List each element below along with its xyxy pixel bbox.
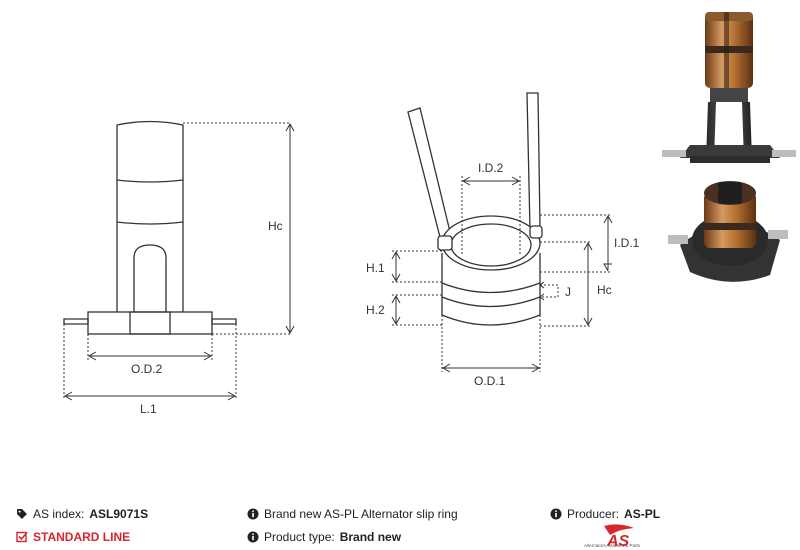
od2-label: O.D.2	[131, 362, 163, 376]
as-logo: AS	[604, 524, 634, 549]
technical-diagram: Hc O.D.2 L.1	[63, 12, 796, 416]
h1-label: H.1	[366, 261, 385, 275]
as-index-label: AS index:	[33, 507, 85, 521]
as-index-value: ASL9071S	[89, 507, 149, 521]
product-type-label: Product type:	[264, 530, 335, 544]
standard-line-label: STANDARD LINE	[33, 530, 131, 544]
od1-label: O.D.1	[474, 374, 506, 388]
checkbox-icon	[16, 531, 28, 543]
description-row: Brand new AS-PL Alternator slip ring	[247, 507, 458, 521]
as-index-row: AS index: ASL9071S	[16, 507, 148, 521]
logo-tagline: Alternators, Starters & Parts	[584, 543, 641, 548]
l1-label: L.1	[140, 402, 157, 416]
product-photo-side	[662, 12, 796, 163]
producer-value: AS-PL	[624, 507, 661, 521]
product-info-footer: AS index: ASL9071S STANDARD LINE Brand n…	[0, 500, 800, 550]
product-photo-top	[668, 181, 788, 282]
j-label: J	[565, 285, 571, 299]
logo-text: AS	[606, 533, 630, 549]
side-view-dimensions	[63, 122, 295, 401]
product-type-value: Brand new	[339, 530, 402, 544]
description-text: Brand new AS-PL Alternator slip ring	[264, 507, 458, 521]
hc-right-label: Hc	[597, 283, 612, 297]
id2-label: I.D.2	[478, 161, 504, 175]
info-icon	[247, 531, 259, 543]
h2-label: H.2	[366, 303, 385, 317]
id1-label: I.D.1	[614, 236, 640, 250]
product-type-row: Product type: Brand new	[247, 530, 401, 544]
info-icon	[550, 508, 562, 520]
hc-left-label: Hc	[268, 219, 283, 233]
side-view-drawing	[63, 120, 237, 335]
producer-label: Producer:	[567, 507, 620, 521]
iso-view-drawing	[407, 92, 543, 326]
tag-icon	[16, 508, 28, 520]
info-icon	[247, 508, 259, 520]
standard-line-row: STANDARD LINE	[16, 530, 130, 544]
producer-row: Producer: AS-PL	[550, 507, 660, 521]
iso-view-dimensions	[391, 176, 613, 373]
